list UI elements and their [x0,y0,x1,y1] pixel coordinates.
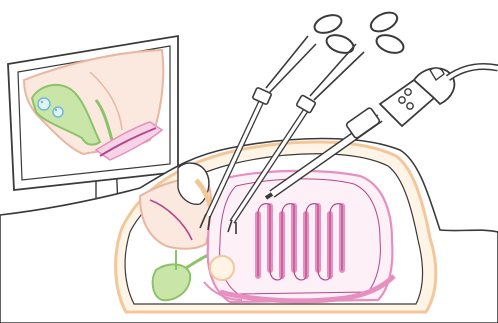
gallstone-icon [38,98,50,110]
intestines [204,171,394,302]
gallstone-icon [53,107,63,117]
